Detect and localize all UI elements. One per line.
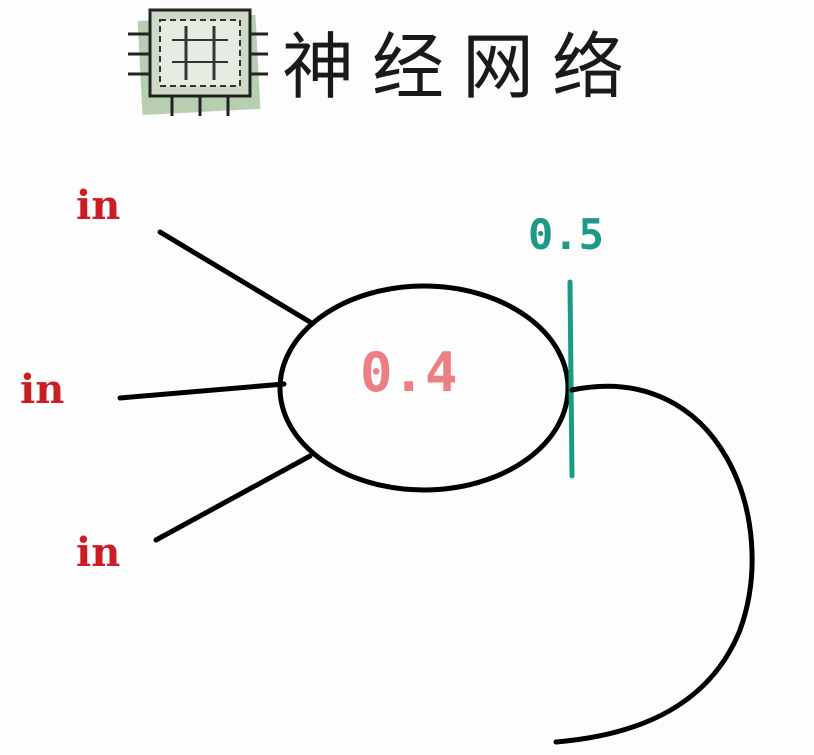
input-label-1: in (76, 182, 121, 229)
chip-icon (128, 8, 268, 116)
input-label-2: in (20, 366, 65, 413)
input-edge-1 (157, 229, 313, 325)
neuron-value: 0.4 (360, 341, 458, 404)
page-title: 神经网络 (282, 25, 643, 109)
input-label-3: in (76, 529, 121, 576)
threshold-value: 0.5 (528, 210, 604, 259)
input-edge-3 (153, 453, 313, 543)
input-edge-2 (117, 381, 287, 401)
neuron-node (277, 283, 571, 493)
output-edge (553, 383, 755, 745)
threshold-line (567, 279, 575, 479)
